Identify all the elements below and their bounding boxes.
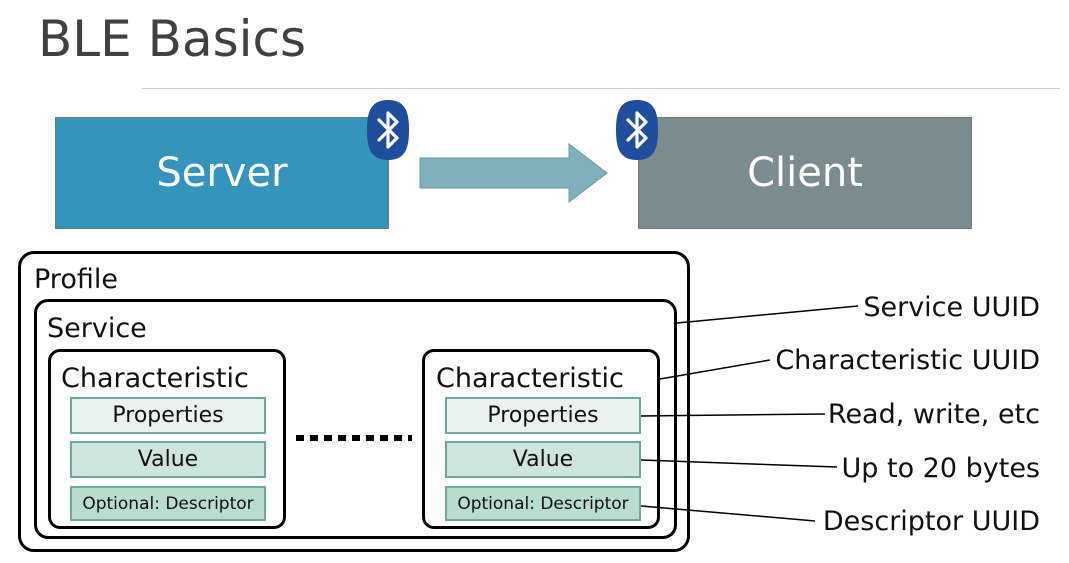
value-field: Value: [445, 441, 641, 478]
characteristic-label: Characteristic: [61, 363, 249, 394]
server-to-client-arrow: [419, 143, 608, 203]
properties-field: Properties: [70, 397, 266, 434]
descriptor-field: Optional: Descriptor: [445, 486, 641, 521]
service-uuid-callout: Service UUID: [863, 292, 1040, 323]
bluetooth-icon: [616, 100, 658, 160]
profile-label: Profile: [34, 264, 118, 295]
value-size-callout: Up to 20 bytes: [841, 453, 1041, 484]
bluetooth-icon: [367, 100, 409, 160]
server-box: Server: [55, 117, 389, 229]
slide-title: BLE Basics: [38, 10, 307, 68]
value-field: Value: [70, 441, 266, 478]
characteristic-label: Characteristic: [436, 363, 624, 394]
client-label: Client: [747, 150, 863, 196]
properties-callout: Read, write, etc: [827, 399, 1040, 430]
client-box: Client: [638, 117, 972, 229]
descriptor-uuid-callout: Descriptor UUID: [822, 506, 1040, 537]
server-label: Server: [156, 150, 288, 196]
more-characteristics-ellipsis: [296, 435, 412, 441]
service-label: Service: [47, 313, 147, 344]
properties-field: Properties: [445, 397, 641, 434]
descriptor-field: Optional: Descriptor: [70, 486, 266, 521]
characteristic-uuid-callout: Characteristic UUID: [775, 345, 1040, 376]
title-divider: [142, 88, 1060, 89]
